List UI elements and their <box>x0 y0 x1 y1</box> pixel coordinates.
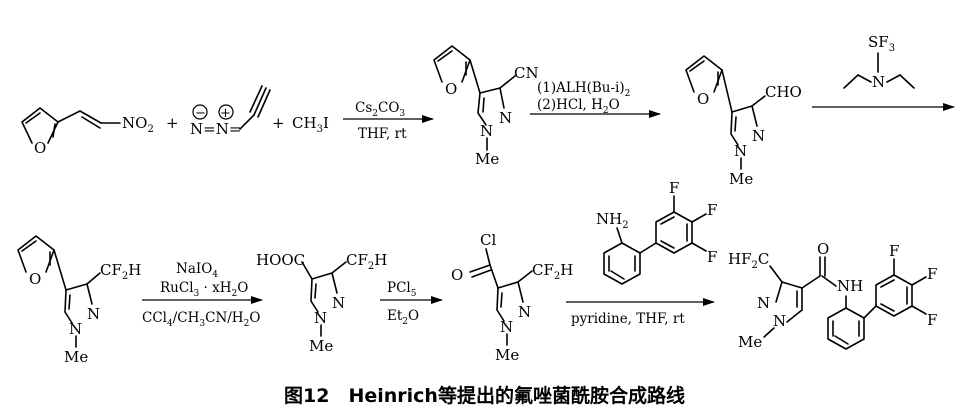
aldehyde-label: CHO <box>765 83 802 101</box>
nitrovinylfuran-structure: O NO2 <box>21 107 154 157</box>
step4-catalyst: RuCl3 · xH2O <box>160 280 248 299</box>
fluxapyroxad-structure: HF2C N N Me O NH F F F <box>728 240 937 351</box>
fluorine-label: F <box>707 201 717 219</box>
difluoromethyl-label: CF2H <box>100 261 141 282</box>
n-methyl-label: Me <box>309 337 333 355</box>
sf3-label: SF3 <box>868 33 895 54</box>
step1-reagent: Cs2CO3 <box>355 100 405 119</box>
carbonyl-oxygen-label: O <box>817 240 829 258</box>
reaction-step-6: pyridine, THF, rt NH2 F F F <box>566 179 717 327</box>
pyrazole-n2-label: N <box>752 127 765 145</box>
pyrazole-n1-label: N <box>69 320 82 338</box>
figure-caption: 图12 Heinrich等提出的氟唑菌酰胺合成路线 <box>284 385 685 407</box>
pyrazole-acid-chloride-structure: Cl O CF2H N N Me <box>451 231 573 364</box>
pyrazole-n2-label: N <box>332 294 345 312</box>
step4-solvent: CCl4/CH3CN/H2O <box>142 310 260 329</box>
fluorine-label: F <box>669 179 679 197</box>
dast-nitrogen-label: N <box>872 73 885 91</box>
pyrazole-n1-label: N <box>500 318 513 336</box>
reaction-step-2: (1)ALH(Bu-i)2 (2)HCl, H2O <box>530 80 661 118</box>
carbonyl-oxygen-label: O <box>451 266 463 284</box>
step1-conditions: THF, rt <box>358 126 407 142</box>
step2-quench: (2)HCl, H2O <box>537 97 620 116</box>
pyrazole-nitrile-structure: O CN N N Me <box>433 45 539 168</box>
reaction-step-4: NaIO4 RuCl3 · xH2O CCl4/CH3CN/H2O <box>142 261 263 329</box>
difluoromethyl-label: CF2H <box>532 261 573 282</box>
pyrazole-n1-label: N <box>314 309 327 327</box>
reaction-step-5: PCl5 Et2O <box>380 280 443 327</box>
step5-reagent: PCl5 <box>387 280 417 299</box>
reaction-step-1: Cs2CO3 THF, rt <box>343 100 434 142</box>
nitrile-label: CN <box>514 64 539 82</box>
pyrazole-n2-label: N <box>518 303 531 321</box>
n-methyl-label: Me <box>475 150 499 168</box>
step4-oxidant: NaIO4 <box>176 261 218 280</box>
dast-reagent-structure: SF3 N <box>843 33 915 91</box>
fluorine-label: F <box>927 311 937 329</box>
difluoromethyl-label: CF2H <box>346 251 387 272</box>
chlorine-label: Cl <box>480 231 496 249</box>
diazopropyne-structure: − + N=N= <box>190 85 271 138</box>
n-methyl-label: Me <box>738 333 762 351</box>
fluorine-label: F <box>927 265 937 283</box>
amine-label: NH2 <box>596 210 629 231</box>
methyl-iodide-label: CH3I <box>292 114 329 135</box>
n-methyl-label: Me <box>729 170 753 188</box>
fluorine-label: F <box>889 242 899 260</box>
n-methyl-label: Me <box>64 348 88 366</box>
nitro-group-label: NO2 <box>122 114 154 135</box>
pyrazole-n2-label: N <box>499 109 512 127</box>
fluorine-label: F <box>707 248 717 266</box>
step2-reagent: (1)ALH(Bu-i)2 <box>537 80 630 99</box>
carboxylic-acid-label: HOOC <box>256 251 305 269</box>
pyrazole-n1-label: N <box>773 312 786 330</box>
reaction-step-3: SF3 N <box>812 33 955 111</box>
plus-sign-1: + <box>166 114 179 132</box>
difluoromethyl-label: HF2C <box>728 250 769 271</box>
pyrazole-n2-label: N <box>757 294 770 312</box>
pyrazole-n1-label: N <box>480 122 493 140</box>
pyrazole-carboxylic-acid-structure: HOOC CF2H N N Me <box>256 251 387 355</box>
pyrazole-aldehyde-structure: O CHO N N Me <box>685 55 802 188</box>
furan-oxygen-label: O <box>34 139 46 157</box>
positive-charge-label: + <box>220 106 231 121</box>
negative-charge-label: − <box>195 106 206 121</box>
pyrazole-n2-label: N <box>87 305 100 323</box>
difluoromethyl-pyrazole-structure: O CF2H N N Me <box>17 235 141 366</box>
furan-oxygen-label: O <box>445 80 457 98</box>
plus-sign-2: + <box>272 114 285 132</box>
trifluorobiphenylamine-structure: NH2 F F F <box>596 179 717 285</box>
n-methyl-label: Me <box>495 346 519 364</box>
furan-oxygen-label: O <box>29 270 41 288</box>
step5-solvent: Et2O <box>387 308 419 327</box>
step6-conditions: pyridine, THF, rt <box>571 311 685 327</box>
furan-oxygen-label: O <box>697 90 709 108</box>
diazo-label: N=N= <box>190 120 241 138</box>
amide-nh-label: NH <box>837 277 863 295</box>
pyrazole-n1-label: N <box>734 142 747 160</box>
